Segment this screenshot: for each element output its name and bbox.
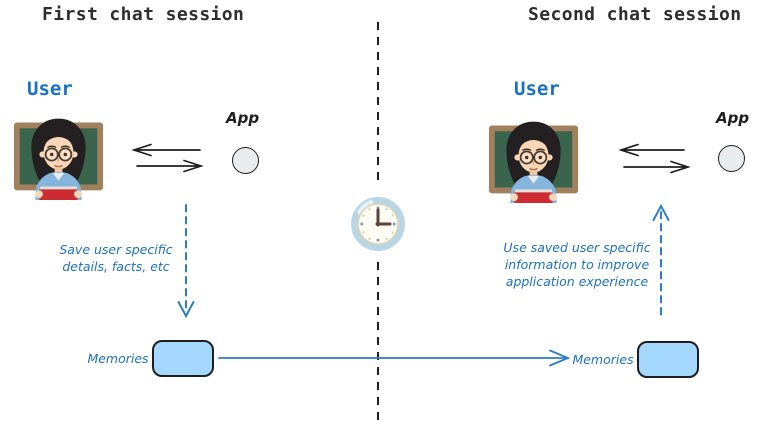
woman-teacher-emoji-right bbox=[487, 110, 580, 203]
app-label-right: App bbox=[716, 109, 750, 127]
memories-transfer-arrow bbox=[218, 349, 571, 367]
first-session-title: First chat session bbox=[42, 4, 245, 25]
woman-teacher-emoji-left bbox=[12, 107, 105, 200]
save-note: Save user specific details, facts, etc bbox=[40, 241, 192, 275]
save-note-line: Save user specific bbox=[59, 242, 173, 257]
memories-box-left bbox=[152, 340, 214, 377]
memories-box-right bbox=[637, 341, 699, 378]
app-node-circle-left bbox=[232, 147, 259, 174]
user-label-right: User bbox=[514, 78, 560, 100]
use-note-line: information to improve bbox=[504, 257, 650, 272]
memories-label-left: Memories bbox=[87, 351, 149, 366]
app-node-circle-right bbox=[718, 145, 745, 172]
user-label-left: User bbox=[27, 78, 73, 100]
user-app-exchange-arrows-left bbox=[131, 143, 204, 173]
use-note: Use saved user specific information to i… bbox=[497, 239, 657, 290]
use-note-line: application experience bbox=[505, 274, 649, 289]
app-label-left: App bbox=[226, 109, 260, 127]
user-app-exchange-arrows-right bbox=[618, 143, 691, 174]
memories-label-right: Memories bbox=[572, 352, 634, 367]
use-note-line: Use saved user specific bbox=[503, 240, 651, 255]
second-session-title: Second chat session bbox=[528, 4, 742, 25]
save-note-line: details, facts, etc bbox=[62, 259, 170, 274]
clock-icon bbox=[351, 197, 405, 251]
